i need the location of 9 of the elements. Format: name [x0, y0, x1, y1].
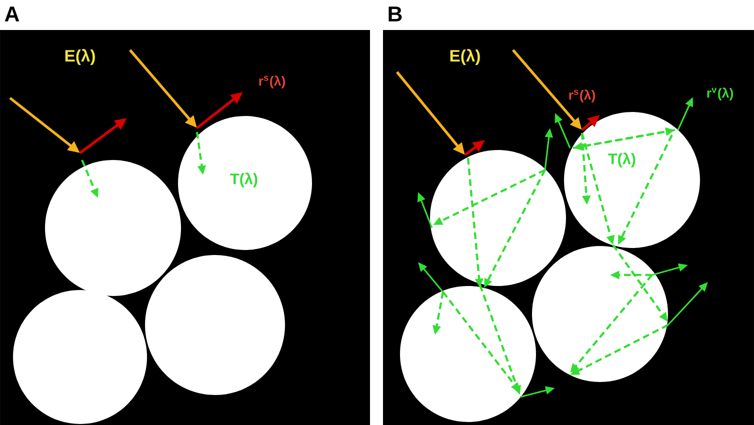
symbol-label: E(λ)	[65, 49, 95, 65]
symbol-label: r$^{s}$(λ)	[259, 76, 286, 88]
symbol-label: E(λ)	[450, 49, 480, 65]
symbol-label: r$^{v}$(λ)	[707, 88, 733, 100]
panel-letter: A	[4, 6, 20, 22]
symbol-label: T(λ)	[608, 152, 636, 168]
symbol-label: r$^{s}$(λ)	[569, 90, 595, 102]
panel-letter: B	[388, 6, 402, 22]
symbol-label: T(λ)	[230, 172, 258, 188]
